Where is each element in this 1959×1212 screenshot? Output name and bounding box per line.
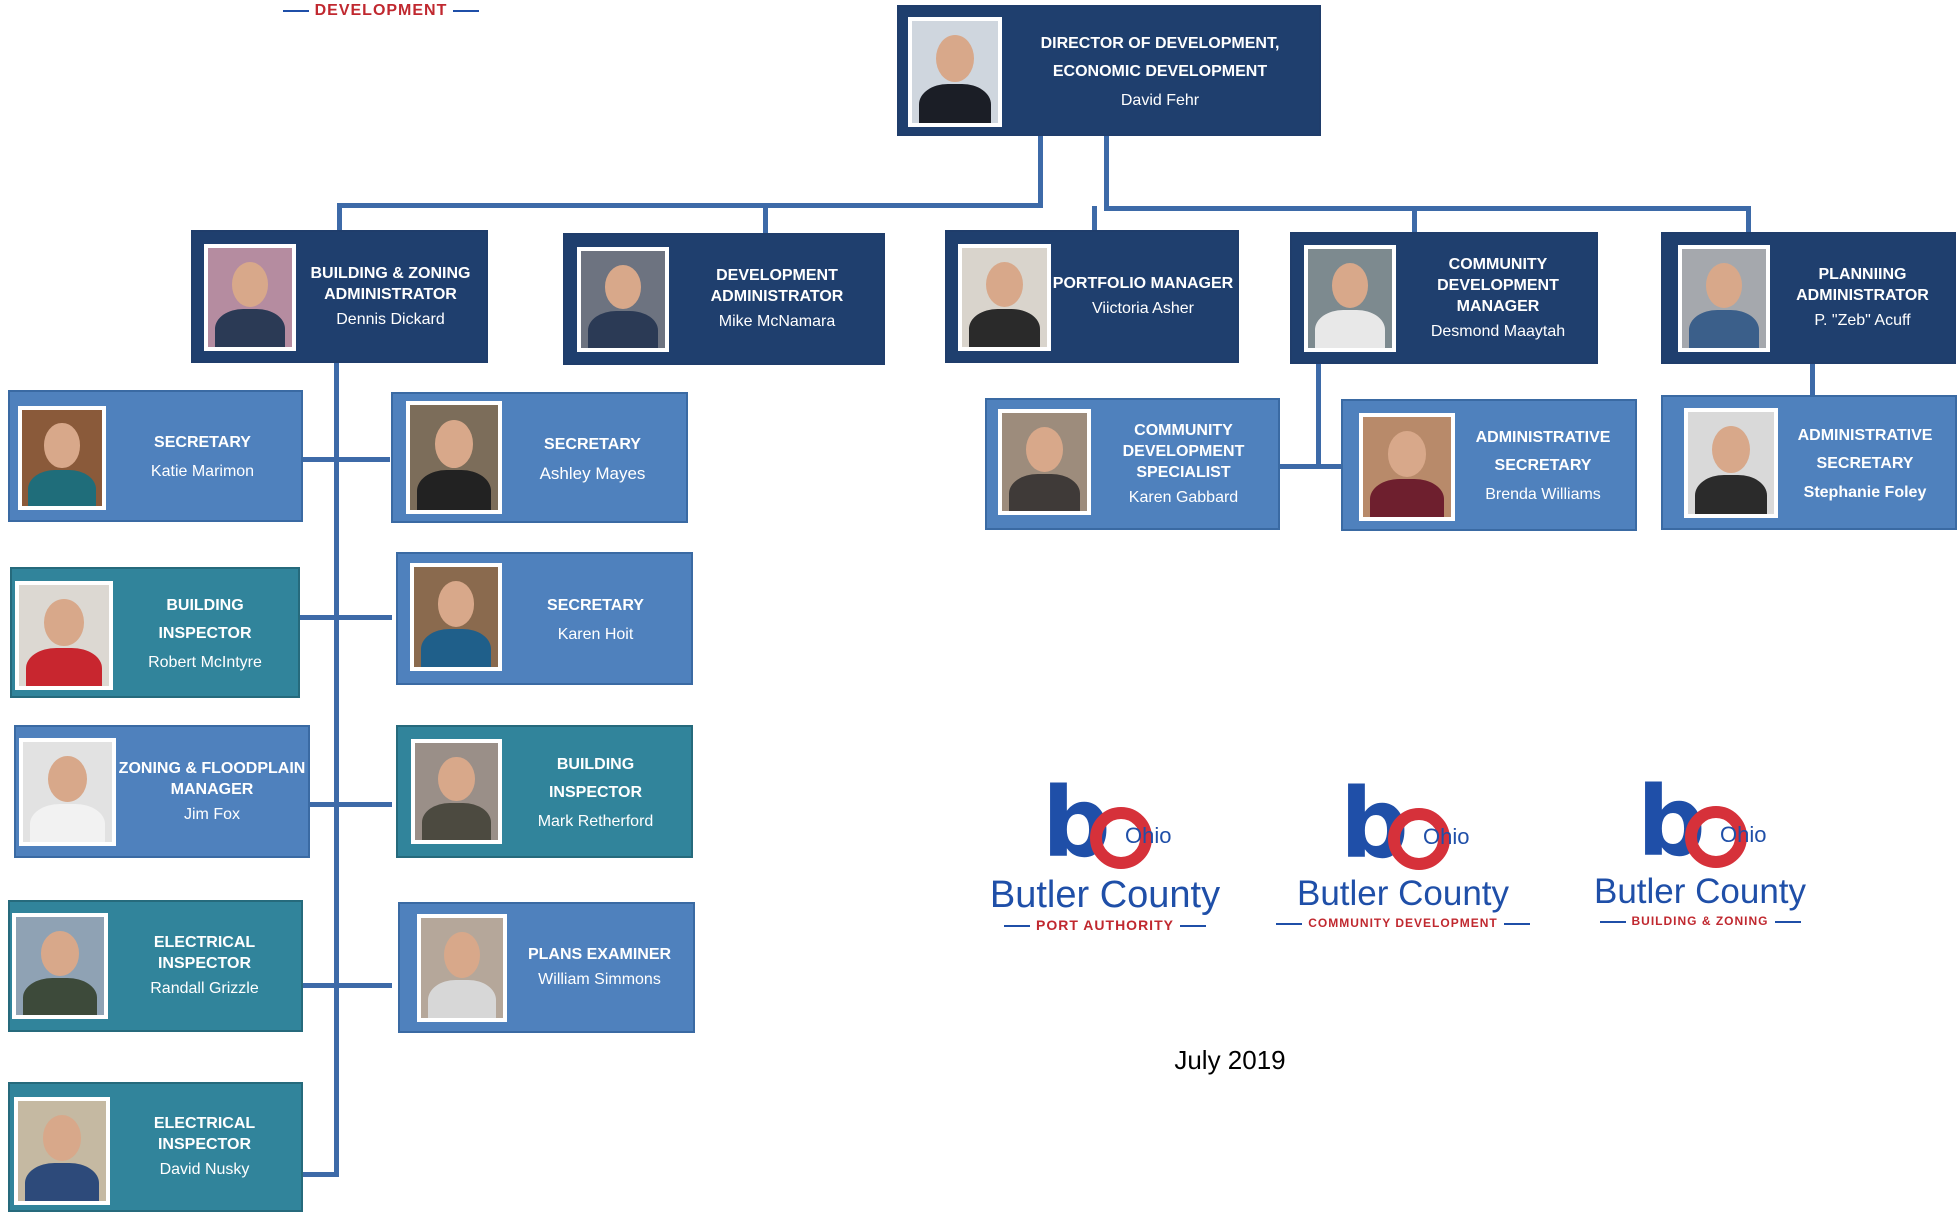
staff-name: Stephanie Foley bbox=[1803, 483, 1927, 501]
manager-photo bbox=[958, 244, 1051, 351]
top-logo: DEVELOPMENT bbox=[236, 0, 526, 20]
manager-name: Viictoria Asher bbox=[1092, 300, 1194, 317]
staff-photo bbox=[410, 563, 502, 671]
staff-photo bbox=[14, 1097, 110, 1205]
manager-photo bbox=[577, 247, 669, 352]
manager-name: Desmond Maaytah bbox=[1430, 322, 1566, 340]
staff-title: ELECTRICAL INSPECTOR bbox=[153, 1115, 256, 1153]
staff-card: BUILDING INSPECTOR Robert McIntyre bbox=[10, 567, 300, 698]
logo-subtitle: DEVELOPMENT bbox=[314, 2, 448, 19]
manager-name: Mike McNamara bbox=[718, 313, 836, 330]
staff-photo bbox=[417, 914, 507, 1022]
staff-name: Katie Marimon bbox=[150, 463, 255, 480]
staff-photo bbox=[411, 739, 502, 844]
staff-photo bbox=[12, 913, 108, 1019]
chart-date: July 2019 bbox=[1174, 1045, 1286, 1075]
logo-title: Butler County bbox=[1296, 874, 1510, 913]
staff-photo bbox=[406, 401, 502, 514]
staff-card: PLANS EXAMINER William Simmons bbox=[398, 902, 695, 1033]
staff-title: PLANS EXAMINER bbox=[527, 946, 672, 963]
staff-title: ELECTRICAL INSPECTOR bbox=[153, 934, 256, 972]
logo-subtitle: BUILDING & ZONING bbox=[1631, 914, 1769, 928]
staff-photo bbox=[1684, 408, 1778, 518]
manager-card-community-development: COMMUNITY DEVELOPMENT MANAGER Desmond Ma… bbox=[1290, 232, 1598, 364]
manager-name: Dennis Dickard bbox=[336, 310, 445, 328]
staff-title: SECRETARY bbox=[154, 434, 251, 451]
staff-card: ZONING & FLOODPLAIN MANAGER Jim Fox bbox=[14, 725, 310, 858]
staff-title: COMMUNITY DEVELOPMENT SPECIALIST bbox=[1122, 421, 1245, 481]
staff-name: Mark Retherford bbox=[537, 812, 654, 830]
staff-card: ELECTRICAL INSPECTOR David Nusky bbox=[8, 1082, 303, 1212]
staff-card: SECRETARY Ashley Mayes bbox=[391, 392, 688, 523]
staff-photo bbox=[998, 409, 1091, 515]
director-card: DIRECTOR OF DEVELOPMENT, ECONOMIC DEVELO… bbox=[897, 5, 1321, 136]
staff-title: BUILDING INSPECTOR bbox=[548, 755, 643, 801]
manager-photo bbox=[1304, 245, 1396, 352]
staff-title: ZONING & FLOODPLAIN MANAGER bbox=[118, 759, 306, 798]
manager-card-planning: PLANNIING ADMINISTRATOR P. "Zeb" Acuff bbox=[1661, 232, 1956, 364]
staff-name: Jim Fox bbox=[184, 805, 240, 823]
staff-card: ELECTRICAL INSPECTOR Randall Grizzle bbox=[8, 900, 303, 1032]
staff-name: Robert McIntyre bbox=[148, 653, 262, 671]
logo-subtitle: COMMUNITY DEVELOPMENT bbox=[1308, 916, 1498, 930]
staff-photo bbox=[18, 406, 106, 510]
staff-name: Ashley Mayes bbox=[539, 463, 646, 483]
logo-subtitle: PORT AUTHORITY bbox=[1036, 917, 1174, 933]
logo-title: Butler County bbox=[989, 874, 1221, 916]
logo-ohio: Ohio bbox=[1125, 823, 1172, 848]
staff-name: William Simmons bbox=[538, 971, 661, 988]
director-photo bbox=[908, 17, 1002, 127]
manager-photo bbox=[1678, 245, 1770, 352]
staff-card: ADMINISTRATIVE SECRETARY Stephanie Foley bbox=[1661, 395, 1957, 530]
manager-card-portfolio: PORTFOLIO MANAGER Viictoria Asher bbox=[945, 230, 1239, 363]
butler-county-community-development-logo: b Ohio Butler County COMMUNITY DEVELOPME… bbox=[1268, 776, 1538, 930]
staff-name: Karen Hoit bbox=[557, 625, 634, 643]
staff-title: SECRETARY bbox=[547, 596, 644, 614]
logo-title: Butler County bbox=[1593, 872, 1807, 911]
staff-card: COMMUNITY DEVELOPMENT SPECIALIST Karen G… bbox=[985, 398, 1280, 530]
staff-card: SECRETARY Katie Marimon bbox=[8, 390, 303, 522]
manager-photo bbox=[204, 244, 296, 351]
manager-title: DEVELOPMENT ADMINISTRATOR bbox=[710, 267, 844, 305]
butler-county-port-authority-logo: b Ohio Butler County PORT AUTHORITY bbox=[980, 775, 1230, 933]
staff-card: SECRETARY Karen Hoit bbox=[396, 552, 693, 685]
manager-card-building-zoning: BUILDING & ZONING ADMINISTRATOR Dennis D… bbox=[191, 230, 488, 363]
director-title: DIRECTOR OF DEVELOPMENT, ECONOMIC DEVELO… bbox=[1040, 34, 1280, 80]
manager-title: BUILDING & ZONING ADMINISTRATOR bbox=[310, 264, 471, 303]
manager-title: COMMUNITY DEVELOPMENT MANAGER bbox=[1437, 255, 1559, 315]
staff-title: SECRETARY bbox=[544, 435, 641, 453]
staff-title: ADMINISTRATIVE SECRETARY bbox=[1797, 426, 1933, 472]
staff-card: BUILDING INSPECTOR Mark Retherford bbox=[396, 725, 693, 858]
manager-title: PLANNIING ADMINISTRATOR bbox=[1796, 266, 1929, 304]
staff-card: ADMINISTRATIVE SECRETARY Brenda Williams bbox=[1341, 399, 1637, 531]
logo-ohio: Ohio bbox=[1423, 824, 1470, 849]
staff-title: ADMINISTRATIVE SECRETARY bbox=[1475, 429, 1611, 474]
director-name: David Fehr bbox=[1120, 91, 1200, 109]
staff-photo bbox=[19, 738, 116, 846]
staff-photo bbox=[15, 581, 113, 690]
butler-county-building-zoning-logo: b Ohio Butler County BUILDING & ZONING bbox=[1565, 774, 1835, 928]
staff-name: Karen Gabbard bbox=[1128, 488, 1239, 506]
logo-ohio: Ohio bbox=[1720, 822, 1767, 847]
staff-name: David Nusky bbox=[159, 1161, 250, 1178]
manager-title: PORTFOLIO MANAGER bbox=[1052, 275, 1234, 292]
staff-name: Brenda Williams bbox=[1485, 486, 1601, 503]
staff-title: BUILDING INSPECTOR bbox=[158, 596, 252, 642]
staff-name: Randall Grizzle bbox=[150, 980, 259, 997]
manager-card-development: DEVELOPMENT ADMINISTRATOR Mike McNamara bbox=[563, 233, 885, 365]
staff-photo bbox=[1359, 413, 1455, 521]
manager-name: P. "Zeb" Acuff bbox=[1814, 312, 1911, 329]
